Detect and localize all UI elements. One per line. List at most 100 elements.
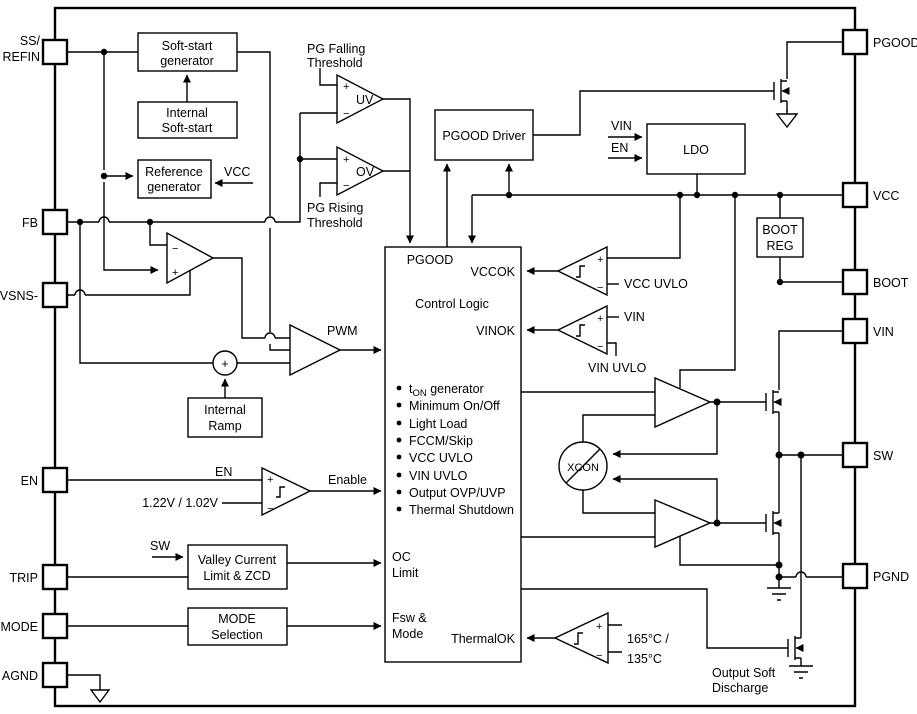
boot-reg-label2: REG (766, 239, 793, 253)
pin-vin-label: VIN (873, 325, 894, 339)
cl-vccok-label: VCCOK (471, 265, 516, 279)
chip-outline (53, 6, 857, 708)
ov-plus: + (343, 154, 349, 166)
enable-label: Enable (328, 473, 367, 487)
reference-generator-label2: generator (147, 180, 201, 194)
ea-plus: + (172, 267, 178, 279)
low-side-driver (654, 498, 712, 549)
boot-reg-label1: BOOT (762, 223, 798, 237)
summing-junction: + (212, 350, 238, 376)
pwm-comparator: PWM (289, 323, 358, 377)
cl-bullet-4: VCC UVLO (409, 451, 473, 465)
fb-to-uv-ov (300, 112, 337, 160)
ov-comparator: + − OV (336, 145, 385, 197)
temp-high-label: 165°C / (627, 632, 669, 646)
cl-oc-label2: Limit (392, 566, 419, 580)
pin-boot (841, 268, 869, 296)
vccuvlo-minus: − (597, 282, 603, 294)
ls-feedback-wire (612, 475, 718, 523)
pin-fb (41, 208, 69, 236)
vin-uvlo-label: VIN UVLO (588, 361, 647, 375)
pin-pgnd (841, 562, 869, 590)
ldo-vin-label: VIN (611, 119, 632, 133)
cl-pgood-label: PGOOD (407, 253, 454, 267)
pgood-ground-icon (775, 113, 799, 129)
pg-rising-label2: Threshold (307, 216, 363, 230)
thermal-minus: − (596, 650, 602, 662)
pin-mode-label: MODE (1, 620, 39, 634)
ss-to-eaplus-wire (103, 52, 158, 270)
cl-oc-label1: OC (392, 550, 411, 564)
internal-soft-start-label1: Internal (166, 106, 208, 120)
cl-bullet-ton: tON generator (409, 382, 484, 399)
pin-mode (41, 612, 69, 640)
cl-thermalok-label: ThermalOK (451, 632, 516, 646)
pin-pgood-label: PGOOD (873, 36, 917, 50)
ov-minus: − (343, 180, 349, 192)
control-logic-block: PGOOD VCCOK Control Logic VINOK tON gene… (384, 246, 522, 663)
reference-generator-label1: Reference (145, 165, 203, 179)
pgood-driver-block (434, 109, 534, 161)
sum-plus: + (221, 357, 228, 371)
pg-falling-label2: Threshold (307, 56, 363, 70)
vinuvlo-minus: − (597, 341, 603, 353)
high-side-fet (765, 390, 782, 414)
pin-vin (841, 317, 869, 345)
hs-feedback-wire (612, 402, 718, 458)
driver-supply-wire (679, 195, 736, 388)
high-side-driver (654, 376, 712, 429)
pin-vcc-label: VCC (873, 189, 899, 203)
en-minus: − (267, 503, 273, 515)
pins: SS/ REFIN FB VSNS- EN TRIP MODE AGND PGO… (0, 28, 917, 689)
pin-fb-label: FB (22, 216, 38, 230)
mode-selection-block (187, 607, 288, 646)
agnd-ground-icon (89, 689, 111, 704)
cl-bullet-3: FCCM/Skip (409, 434, 473, 448)
soft-start-generator-label1: Soft-start (162, 39, 213, 53)
internal-ramp-label2: Ramp (208, 419, 241, 433)
vsns-wire (67, 271, 191, 296)
uv-comparator: + − UV (336, 73, 385, 125)
valley-label2: Limit & ZCD (203, 569, 270, 583)
temp-low-label: 135°C (627, 652, 662, 666)
ov-label: OV (356, 165, 375, 179)
en-wire-label: EN (215, 465, 232, 479)
vin-plus-label: VIN (624, 310, 645, 324)
vin-uvlo-hysteresis-icon (576, 324, 585, 337)
low-side-fet (765, 511, 782, 535)
vcc-uvlo-comparator: + − (556, 245, 608, 297)
pin-trip-label: TRIP (10, 571, 38, 585)
error-amplifier: − + (166, 231, 215, 285)
pgood-driver-label: PGOOD Driver (442, 129, 525, 143)
uv-ov-out-wire (383, 98, 410, 243)
internal-ramp-label1: Internal (204, 403, 246, 417)
pg-falling-label1: PG Falling (307, 42, 365, 56)
pin-vsns-label: VSNS- (0, 289, 38, 303)
cl-vinok-label: VINOK (476, 324, 516, 338)
ea-out-wire (213, 257, 290, 339)
ldo-en-label: EN (611, 141, 628, 155)
pin-vsns (41, 281, 69, 309)
vccuvlo-plus: + (597, 254, 603, 266)
ssgen-to-pwm-wire (237, 51, 290, 351)
soft-start-generator-block (137, 32, 238, 72)
pin-sw-label: SW (873, 449, 893, 463)
en-hysteresis-icon (276, 486, 285, 498)
refgen-vcc-label: VCC (224, 165, 250, 179)
uv-plus: + (343, 81, 349, 93)
cl-bullet-1: Minimum On/Off (409, 399, 500, 413)
pin-en (41, 466, 69, 494)
cl-fsw-label2: Mode (392, 627, 423, 641)
cl-bullet-2: Light Load (409, 417, 467, 431)
pin-ss-refin-label1: SS/ (20, 34, 41, 48)
pin-boot-label: BOOT (873, 276, 909, 290)
ldo-block (646, 123, 746, 175)
valley-current-limit-block (187, 544, 288, 590)
discharge-ground-icon (789, 665, 813, 679)
pin-pgood (841, 28, 869, 56)
pin-ss-refin (41, 38, 69, 66)
vcc-uvlo-label: VCC UVLO (624, 277, 688, 291)
wires (67, 41, 843, 690)
